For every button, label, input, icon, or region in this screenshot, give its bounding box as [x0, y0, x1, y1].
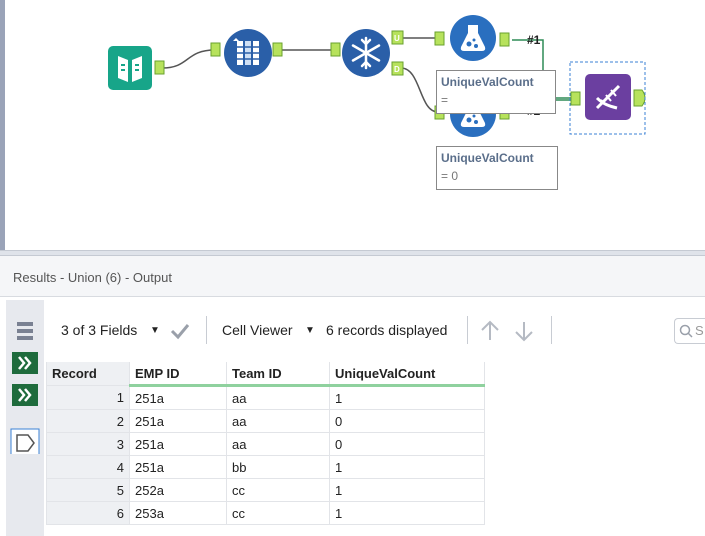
chevron-down-icon[interactable]: ▼: [305, 325, 315, 336]
chevron-down-icon[interactable]: ▼: [150, 325, 160, 336]
record-number: 1: [46, 385, 130, 410]
record-number: 6: [46, 501, 130, 525]
results-title: Results - Union (6) - Output: [13, 270, 172, 285]
connection-input-select[interactable]: [161, 49, 216, 69]
annotation-title: UniqueValCount: [441, 75, 534, 89]
input-anchor[interactable]: [210, 42, 221, 57]
column-header-record[interactable]: Record: [46, 362, 130, 386]
cell-viewer-dropdown[interactable]: Cell Viewer: [222, 322, 293, 338]
connection-unique-formula2[interactable]: [400, 67, 439, 113]
toolbar-divider: [206, 316, 207, 344]
results-title-bar: Results - Union (6) - Output: [0, 256, 705, 297]
workflow-canvas[interactable]: U D: [0, 0, 705, 250]
records-count: 6 records displayed: [326, 322, 448, 338]
annotation-formula-1[interactable]: UniqueValCount =: [436, 70, 556, 114]
results-panel: Results - Union (6) - Output 3 of 3 Fiel…: [0, 256, 705, 536]
false-anchor-letter: D: [394, 65, 400, 74]
check-icon[interactable]: [170, 322, 190, 340]
cell-uniquevalcount[interactable]: 1: [329, 385, 485, 410]
select-grid-icon: [224, 29, 272, 77]
true-anchor[interactable]: [391, 30, 404, 45]
toolbar-divider: [467, 316, 468, 344]
annotation-formula-2[interactable]: UniqueValCount = 0: [436, 146, 558, 190]
output-anchor[interactable]: [633, 89, 646, 107]
column-header-team-id[interactable]: Team ID: [226, 362, 330, 387]
output-anchor[interactable]: [272, 42, 283, 57]
tool-unique[interactable]: [341, 28, 391, 78]
book-icon: [108, 46, 152, 90]
cell-uniquevalcount[interactable]: 1: [329, 501, 485, 525]
output-anchor[interactable]: [154, 60, 165, 75]
input-anchor-icon[interactable]: [10, 382, 40, 408]
cell-team-id[interactable]: bb: [226, 455, 330, 479]
arrow-up-icon[interactable]: [480, 320, 500, 342]
cell-uniquevalcount[interactable]: 0: [329, 409, 485, 433]
record-number: 2: [46, 409, 130, 433]
connection-label-1: #1: [527, 33, 541, 47]
cell-emp-id[interactable]: 252a: [129, 478, 227, 502]
search-placeholder: S: [695, 323, 704, 338]
cell-emp-id[interactable]: 251a: [129, 432, 227, 456]
flask-icon: [450, 15, 496, 61]
cell-emp-id[interactable]: 251a: [129, 455, 227, 479]
annotation-title: UniqueValCount: [441, 151, 534, 165]
annotation-value: = 0: [441, 169, 459, 183]
arrow-down-icon[interactable]: [514, 320, 534, 342]
record-number: 4: [46, 455, 130, 479]
tool-select[interactable]: [223, 28, 273, 78]
cell-emp-id[interactable]: 251a: [129, 409, 227, 433]
table-header-row: Record EMP ID Team ID UniqueValCount: [46, 362, 485, 387]
record-number: 3: [46, 432, 130, 456]
search-input[interactable]: S: [674, 318, 705, 344]
fields-dropdown[interactable]: 3 of 3 Fields: [61, 322, 138, 338]
input-anchor[interactable]: [434, 31, 445, 46]
column-header-uniquevalcount[interactable]: UniqueValCount: [329, 362, 485, 387]
cell-uniquevalcount[interactable]: 1: [329, 455, 485, 479]
record-number: 5: [46, 478, 130, 502]
output-anchor-icon[interactable]: [10, 428, 40, 454]
cell-uniquevalcount[interactable]: 0: [329, 432, 485, 456]
snowflake-icon: [342, 29, 390, 77]
false-anchor[interactable]: [391, 61, 404, 76]
selection-box: [569, 61, 646, 135]
input-anchor[interactable]: [330, 42, 341, 57]
tool-union[interactable]: [585, 74, 631, 120]
input-anchor[interactable]: [570, 91, 581, 106]
cell-team-id[interactable]: aa: [226, 385, 330, 410]
cell-uniquevalcount[interactable]: 1: [329, 478, 485, 502]
tool-input-data[interactable]: [108, 46, 152, 90]
connection-formula1-union[interactable]: [512, 39, 571, 99]
output-anchor[interactable]: [499, 32, 510, 47]
toolbar-divider: [551, 316, 552, 344]
annotation-value: =: [441, 93, 449, 107]
panel-splitter[interactable]: [0, 250, 705, 256]
true-anchor-letter: U: [394, 34, 400, 43]
input-anchor-icon[interactable]: [10, 350, 40, 376]
cell-emp-id[interactable]: 253a: [129, 501, 227, 525]
column-header-emp-id[interactable]: EMP ID: [129, 362, 227, 387]
search-icon: [679, 324, 693, 338]
cell-team-id[interactable]: aa: [226, 409, 330, 433]
cell-emp-id[interactable]: 251a: [129, 385, 227, 410]
tool-formula-1[interactable]: [449, 14, 497, 62]
list-icon[interactable]: [10, 318, 40, 344]
dna-icon: [585, 74, 631, 120]
results-toolbar: 3 of 3 Fields ▼ Cell Viewer ▼ 6 records …: [46, 302, 705, 358]
results-left-rail: [6, 300, 44, 536]
cell-team-id[interactable]: cc: [226, 478, 330, 502]
cell-team-id[interactable]: aa: [226, 432, 330, 456]
cell-team-id[interactable]: cc: [226, 501, 330, 525]
